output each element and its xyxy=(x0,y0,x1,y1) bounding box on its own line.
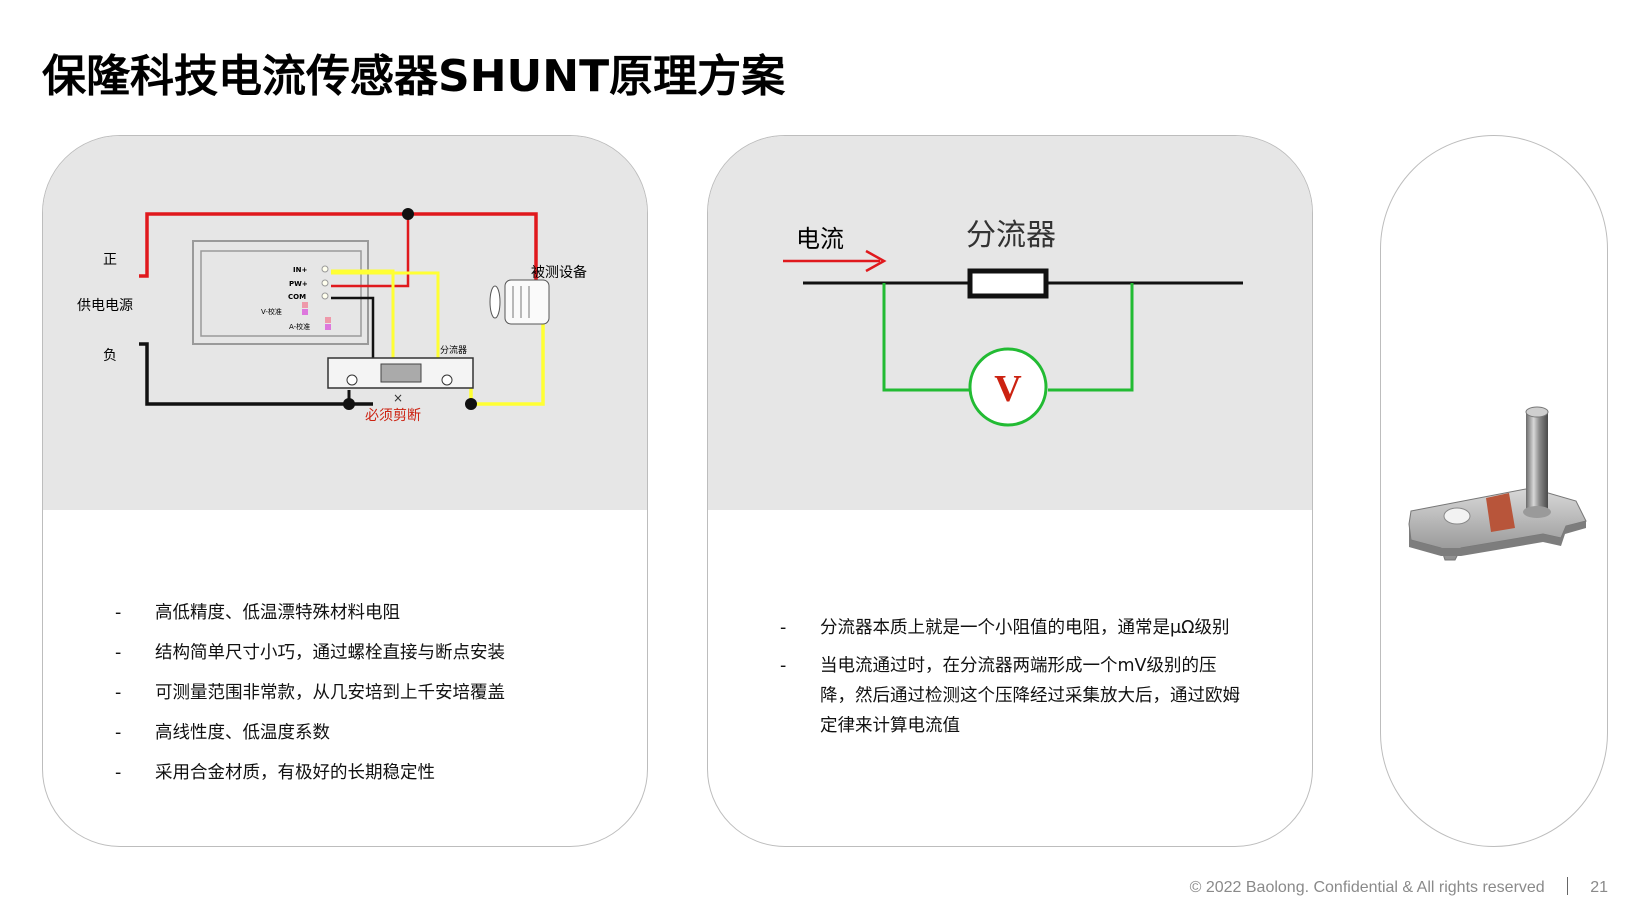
meter-v-cal-label: V-校准 xyxy=(261,307,282,316)
black-wire-com xyxy=(331,296,375,361)
product-card xyxy=(1380,135,1608,847)
list-item: -采用合金材质，有极好的长期稳定性 xyxy=(115,763,435,783)
list-item: -当电流通过时，在分流器两端形成一个mV级别的压降，然后通过检测这个压降经过采集… xyxy=(780,656,1240,736)
shunt-post xyxy=(1526,412,1548,512)
red-wire-meter xyxy=(331,214,410,288)
wiring-diagram-svg: IN+ PW+ COM V-校准 A-校准 分流器 × xyxy=(77,208,587,424)
wiring-diagram: IN+ PW+ COM V-校准 A-校准 分流器 × xyxy=(43,136,647,510)
current-label: 电流 xyxy=(796,225,844,253)
calib-a-pad2 xyxy=(325,324,331,330)
image-text-divider xyxy=(708,510,1312,536)
shunt-post-top xyxy=(1525,406,1549,418)
list-item: -结构简单尺寸小巧，通过螺栓直接与断点安装 xyxy=(115,643,505,663)
device-body xyxy=(504,279,550,325)
terminal-in xyxy=(321,265,329,273)
shunt-principle-list: -分流器本质上就是一个小阻值的电阻，通常是μΩ级别 -当电流通过时，在分流器两端… xyxy=(780,613,1250,749)
cut-label: 必须剪断 xyxy=(365,408,421,424)
wiring-card: IN+ PW+ COM V-校准 A-校准 分流器 × xyxy=(42,135,648,847)
list-item: -分流器本质上就是一个小阻值的电阻，通常是μΩ级别 xyxy=(780,618,1230,638)
yellow-wire-1 xyxy=(331,269,395,361)
terminal-pw xyxy=(321,279,329,287)
device-label: 被测设备 xyxy=(531,264,587,281)
negative-label: 负 xyxy=(103,348,117,364)
list-item: -可测量范围非常款，从几安培到上千安培覆盖 xyxy=(115,683,505,703)
footer: © 2022 Baolong. Confidential & All right… xyxy=(1190,877,1608,897)
meter-outer xyxy=(192,240,369,345)
yellow-wire-2 xyxy=(331,271,440,379)
shunt-label: 分流器 xyxy=(440,344,467,356)
meter-a-cal-label: A-校准 xyxy=(289,322,310,331)
device-fan xyxy=(489,285,501,319)
meter-inner xyxy=(200,250,362,337)
red-junction xyxy=(402,208,414,220)
copyright-text: © 2022 Baolong. Confidential & All right… xyxy=(1189,879,1545,896)
shunt-product-image xyxy=(1408,406,1587,561)
list-item: -高低精度、低温漂特殊材料电阻 xyxy=(115,603,400,623)
principle-card: 电流 分流器 V -分流器本质上就是一个小阻值的电阻，通常是μΩ级别 -当电流通… xyxy=(707,135,1313,847)
meter-com-label: COM xyxy=(288,293,306,301)
red-wire-main xyxy=(139,212,538,286)
black-wire-neg xyxy=(139,342,373,406)
calib-v-pad xyxy=(302,302,308,308)
list-item: -高线性度、低温度系数 xyxy=(115,723,330,743)
current-arrow-head xyxy=(865,249,887,273)
shunt-mount-hole xyxy=(1443,507,1471,525)
voltmeter-label: V xyxy=(994,368,1022,410)
green-wire-left xyxy=(882,283,970,392)
principle-diagram-svg: 电流 分流器 V xyxy=(783,218,1243,427)
calib-v-pad2 xyxy=(302,309,308,315)
shunt-plate-edge xyxy=(1409,521,1586,556)
page-title: 保隆科技电流传感器SHUNT原理方案 xyxy=(42,51,786,102)
meter-pw-label: PW+ xyxy=(289,280,308,288)
shunt-element xyxy=(380,363,422,383)
power-label: 供电电源 xyxy=(77,298,133,314)
cut-mark: × xyxy=(393,391,403,405)
shunt-post-base xyxy=(1523,506,1551,518)
yellow-junction xyxy=(465,398,477,410)
positive-label: 正 xyxy=(103,252,117,268)
shunt-bolt-left xyxy=(346,374,358,386)
meter-in-label: IN+ xyxy=(293,266,307,274)
image-text-divider xyxy=(43,510,647,536)
green-wire-right xyxy=(1048,283,1134,392)
footer-separator xyxy=(1566,877,1569,895)
shunt-alloy-band xyxy=(1486,493,1515,532)
black-junction xyxy=(343,398,355,410)
calib-a-pad xyxy=(325,317,331,323)
voltmeter-circle xyxy=(968,347,1048,427)
shunt-bolt-right xyxy=(441,374,453,386)
terminal-com xyxy=(321,292,329,300)
shunt-features-list: -高低精度、低温漂特殊材料电阻 -结构简单尺寸小巧，通过螺栓直接与断点安装 -可… xyxy=(115,599,635,799)
page-number: 21 xyxy=(1590,879,1608,896)
shunt-title: 分流器 xyxy=(966,218,1056,253)
principle-diagram: 电流 分流器 V xyxy=(708,136,1312,510)
shunt-resistor xyxy=(967,268,1049,299)
